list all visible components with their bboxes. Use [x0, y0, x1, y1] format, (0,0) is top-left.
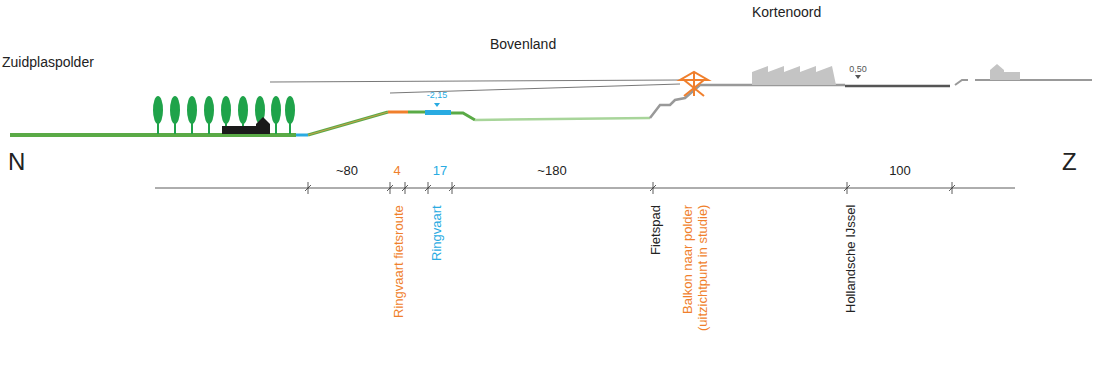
ringvaart-water	[425, 110, 451, 115]
vertical-label: Ringvaart	[430, 205, 445, 261]
dike-back	[451, 113, 475, 120]
ditch	[296, 134, 308, 137]
level-mark	[855, 75, 861, 79]
vertical-label: Hollandsche IJssel	[844, 205, 859, 313]
vertical-label: Fietspad	[649, 205, 664, 255]
trees	[153, 96, 295, 134]
area-title: Zuidplaspolder	[2, 54, 94, 70]
area-title: Kortenoord	[752, 4, 821, 20]
far-house	[990, 64, 1020, 80]
dimension: ~80	[336, 164, 358, 179]
dimension: 17	[433, 164, 447, 179]
river-surface	[845, 85, 950, 88]
sight-line	[270, 80, 680, 82]
vertical-label: Balkon naar polder	[681, 205, 696, 314]
farmhouse	[222, 117, 270, 134]
far-bank	[955, 80, 968, 85]
water-level: 0,50	[849, 64, 867, 74]
dike-crest	[408, 111, 425, 114]
dike-slope	[308, 112, 388, 135]
vertical-label: Ringvaart fietsroute	[392, 205, 407, 318]
kortenoord-ground	[650, 85, 845, 118]
vertical-label: (uitzichtpunt in studie)	[696, 205, 711, 331]
water-level: -2,15	[427, 90, 448, 100]
dimension: 100	[889, 164, 911, 179]
dimension-line	[155, 188, 1015, 189]
compass-point: Z	[1062, 148, 1077, 176]
dimension: ~180	[537, 164, 566, 179]
dimension: 4	[393, 164, 400, 179]
bovenland-ground	[475, 118, 650, 120]
factory	[752, 66, 836, 85]
cycle-route	[388, 111, 408, 114]
level-mark	[434, 103, 440, 107]
dike-slope-edge	[308, 112, 388, 135]
compass-point: N	[8, 148, 25, 176]
balcony	[680, 72, 708, 96]
dimension-ticks	[305, 182, 955, 194]
area-title: Bovenland	[490, 36, 556, 52]
